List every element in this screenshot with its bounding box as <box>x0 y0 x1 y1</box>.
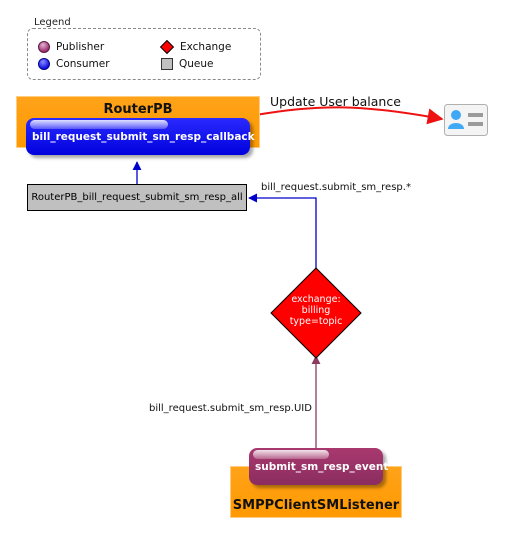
smpp-publisher-label: submit_sm_resp_event <box>255 460 389 473</box>
routing-key-label: bill_request.submit_sm_resp.UID <box>149 403 312 414</box>
legend-item-queue: Queue <box>161 58 214 70</box>
edge-exchange-to-queue <box>248 193 317 268</box>
publisher-gloss <box>253 450 329 459</box>
publisher-icon <box>38 41 50 53</box>
legend-consumer-label: Consumer <box>56 58 110 70</box>
legend-exchange-label: Exchange <box>180 41 232 53</box>
legend: Legend Publisher Consumer Exchange Queue <box>27 17 261 80</box>
legend-queue-label: Queue <box>179 58 214 70</box>
consumer-gloss <box>30 120 168 129</box>
exchange-label-line3: type=topic <box>289 316 343 327</box>
exchange-diamond <box>270 267 362 359</box>
queue-box[interactable]: RouterPB_bill_request_submit_sm_resp_all <box>27 184 247 211</box>
consumer-icon <box>38 58 50 70</box>
queue-icon <box>161 58 173 70</box>
binding-key-label: bill_request.submit_sm_resp.* <box>261 182 411 193</box>
router-consumer-label: bill_request_submit_sm_resp_callback <box>32 130 255 143</box>
legend-title: Legend <box>32 17 73 28</box>
queue-label: RouterPB_bill_request_submit_sm_resp_all <box>31 192 243 203</box>
exchange-label-line2: billing <box>301 305 331 316</box>
legend-item-consumer: Consumer <box>38 58 110 70</box>
smpp-publisher[interactable]: submit_sm_resp_event <box>249 448 388 485</box>
legend-publisher-label: Publisher <box>56 41 105 53</box>
legend-item-publisher: Publisher <box>38 41 104 53</box>
edge-update-balance <box>249 106 444 125</box>
router-app-title: RouterPB <box>103 102 173 117</box>
update-balance-label: Update User balance <box>270 94 401 109</box>
exchange-label: exchange: billing type=topic <box>271 294 361 327</box>
exchange-label-line1: exchange: <box>291 294 341 305</box>
user-card-icon <box>444 104 488 136</box>
legend-item-exchange: Exchange <box>159 39 232 55</box>
smpp-app-title: SMPPClientSMListener <box>232 498 400 513</box>
router-consumer[interactable]: bill_request_submit_sm_resp_callback <box>26 118 255 155</box>
